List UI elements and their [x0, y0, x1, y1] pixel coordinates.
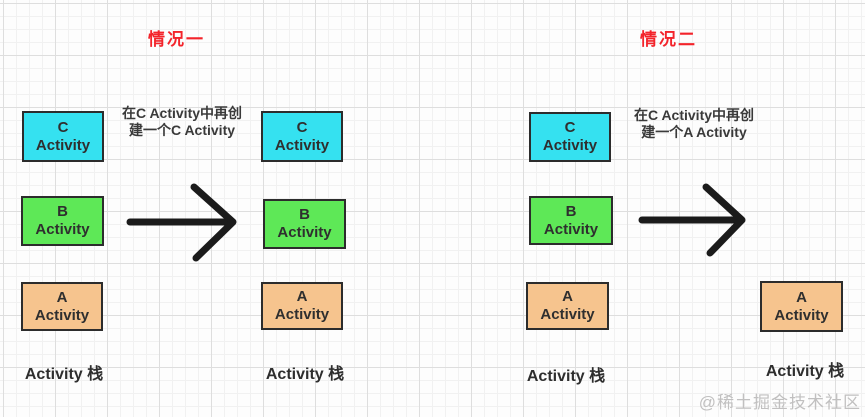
s2-before-stack-caption: Activity 栈	[526, 368, 606, 385]
activity-word: Activity	[774, 306, 829, 324]
right-arrow-icon	[638, 183, 746, 257]
scenario2-annotation-line1: 在C Activity中再创	[633, 107, 755, 123]
scenario2-annotation: 在C Activity中再创 建一个A Activity	[618, 107, 770, 141]
activity-letter: B	[57, 203, 68, 220]
s2-before-activity-c-box: C Activity	[529, 112, 611, 162]
activity-word: Activity	[35, 136, 91, 154]
s1-before-stack-caption: Activity 栈	[24, 366, 104, 383]
activity-letter: A	[796, 288, 807, 306]
activity-word: Activity	[274, 136, 330, 154]
activity-letter: C	[57, 118, 69, 136]
s2-after-activity-a-box: A Activity	[760, 281, 843, 332]
s1-after-activity-b-box: B Activity	[263, 199, 346, 249]
activity-letter: C	[296, 118, 308, 136]
s2-before-activity-a-box: A Activity	[526, 282, 609, 330]
scenario1-title: 情况一	[148, 30, 205, 49]
s1-after-activity-c-box: C Activity	[261, 111, 343, 162]
juejin-watermark: @稀土掘金技术社区	[698, 393, 861, 412]
s1-before-activity-c-box: C Activity	[22, 111, 104, 162]
activity-letter: B	[565, 202, 577, 220]
right-arrow-icon	[126, 183, 237, 262]
s1-before-activity-a-box: A Activity	[21, 282, 103, 331]
activity-letter: A	[562, 288, 573, 305]
activity-word: Activity	[35, 221, 90, 238]
activity-letter: A	[56, 288, 68, 306]
activity-word: Activity	[34, 306, 90, 324]
activity-word: Activity	[540, 306, 595, 323]
s2-after-stack-caption: Activity 栈	[765, 363, 845, 380]
scenario2-title: 情况二	[640, 30, 697, 49]
scenario2-annotation-line2: 建一个A Activity	[641, 124, 747, 140]
activity-letter: C	[564, 119, 576, 136]
activity-word: Activity	[277, 224, 332, 241]
scenario1-annotation-line1: 在C Activity中再创	[121, 105, 243, 121]
s1-after-activity-a-box: A Activity	[261, 282, 343, 330]
s2-before-activity-b-box: B Activity	[529, 196, 613, 245]
activity-word: Activity	[543, 220, 599, 238]
scenario1-annotation-line2: 建一个C Activity	[128, 122, 236, 138]
activity-letter: A	[296, 288, 308, 305]
activity-letter: B	[299, 206, 310, 223]
activity-word: Activity	[274, 306, 330, 323]
s1-after-stack-caption: Activity 栈	[265, 366, 345, 383]
activity-word: Activity	[542, 137, 598, 154]
s1-before-activity-b-box: B Activity	[21, 196, 104, 246]
scenario1-annotation: 在C Activity中再创 建一个C Activity	[106, 105, 258, 139]
